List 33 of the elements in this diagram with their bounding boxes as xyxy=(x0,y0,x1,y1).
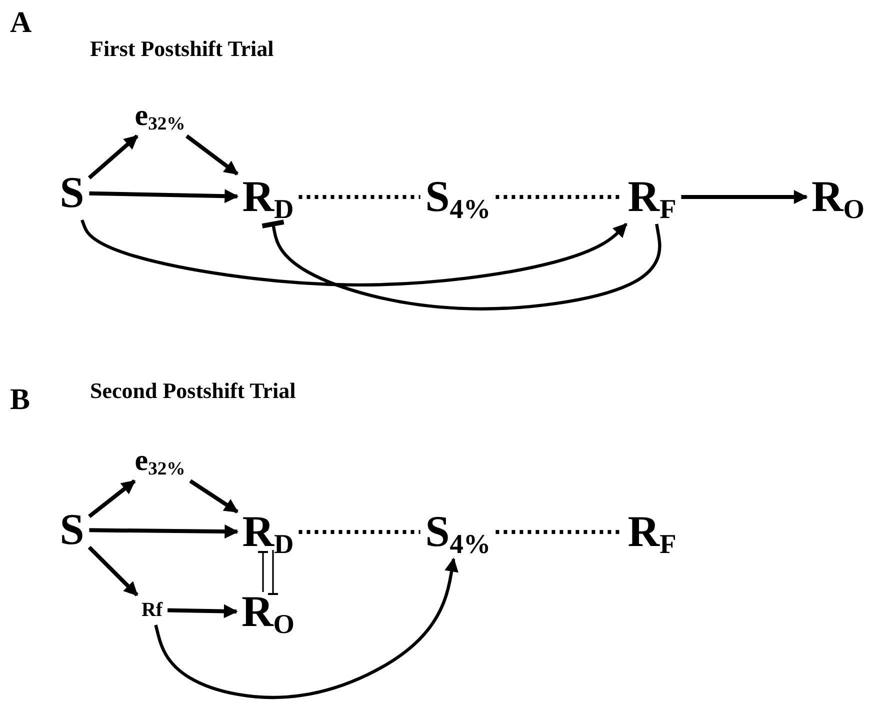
arrow xyxy=(80,219,628,286)
variable-label: R$_{O}$ xyxy=(242,590,294,634)
arrow xyxy=(89,189,239,204)
variable-label: S$_{4%}$ xyxy=(425,175,491,219)
inhibition-line xyxy=(267,550,279,595)
variable-label: R$_{D}$ xyxy=(242,510,294,554)
variable-label: R$_{F}$ xyxy=(628,510,676,554)
variable-label: e$_{32%}$ xyxy=(134,446,186,476)
variable-label: R$_{O}$ xyxy=(812,175,864,219)
panel-heading: First Postshift Trial xyxy=(90,38,274,60)
arrow xyxy=(154,558,458,699)
arrow xyxy=(681,190,808,204)
panel-heading: Second Postshift Trial xyxy=(90,380,296,402)
variable-label: S$_{4%}$ xyxy=(425,510,491,554)
arrow xyxy=(189,479,238,514)
arrow xyxy=(185,134,238,176)
variable-label: Rf xyxy=(141,600,163,620)
panel-letter: A xyxy=(10,8,32,38)
variable-label: e$_{32%}$ xyxy=(134,101,186,131)
arrow xyxy=(88,134,138,180)
arrow xyxy=(89,524,239,539)
arrow xyxy=(88,479,136,518)
variable-label: S xyxy=(60,508,84,552)
dotted-line xyxy=(298,195,420,199)
inhibition-line xyxy=(257,551,269,592)
dotted-line xyxy=(298,530,420,534)
arrow xyxy=(168,604,238,618)
inhibition-line xyxy=(260,220,662,310)
panel-letter: B xyxy=(10,385,30,415)
variable-label: R$_{D}$ xyxy=(242,175,294,219)
arrow xyxy=(88,546,138,596)
variable-label: S xyxy=(60,171,84,215)
variable-label: R$_{F}$ xyxy=(628,175,676,219)
